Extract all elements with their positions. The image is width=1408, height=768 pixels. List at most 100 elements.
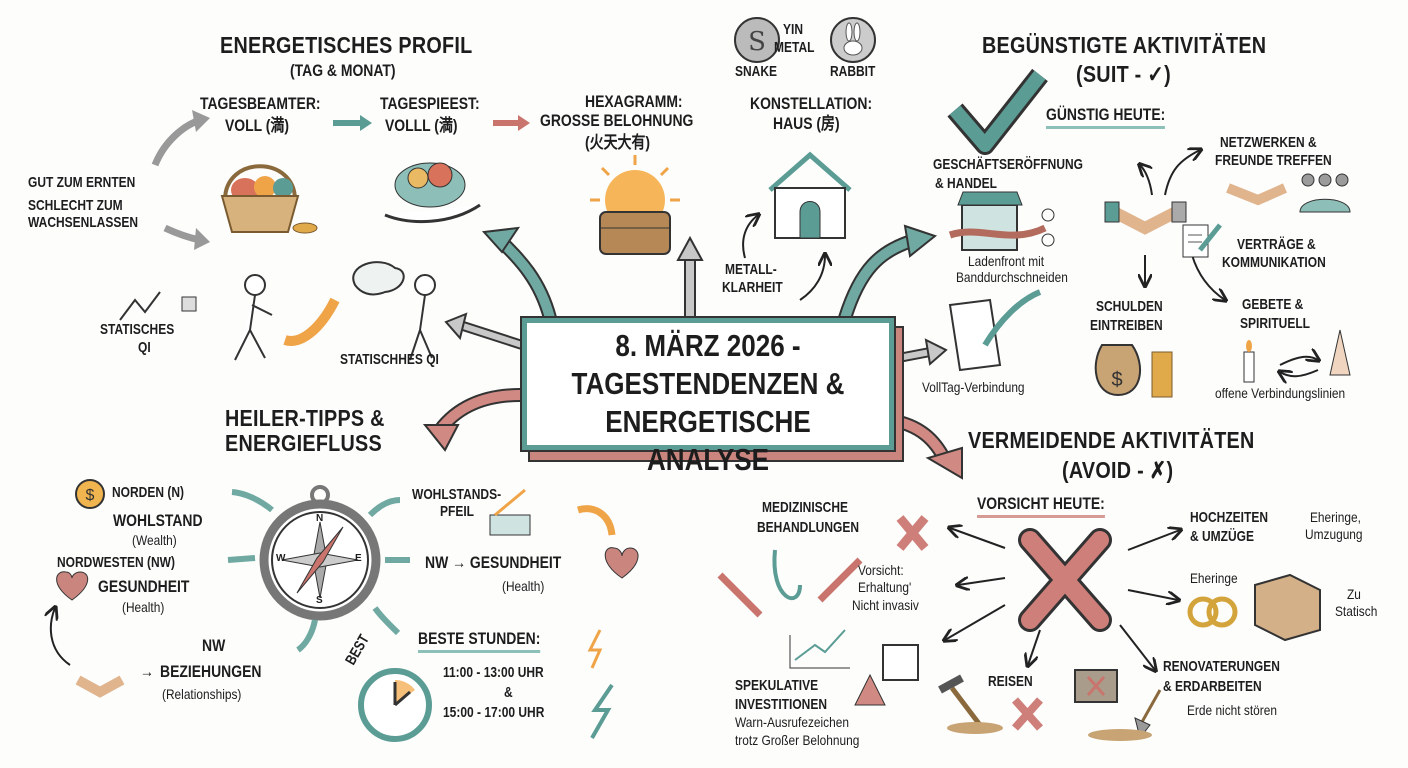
- northwest-label: NORDWESTEN (NW): [57, 554, 175, 571]
- travel-label: REISEN: [988, 673, 1033, 690]
- debts-1: SCHULDEN: [1096, 298, 1163, 315]
- handshake-relationships-icon: [75, 675, 125, 698]
- center-title-line2: TAGESTENDENZEN &: [571, 366, 845, 401]
- static-qi-1: STATISCHES: [100, 321, 175, 338]
- contract-pen-icon: [1182, 223, 1222, 258]
- too-static-1: Zu: [1347, 586, 1361, 602]
- center-title-line1: 8. MÄRZ 2026 -: [615, 328, 801, 363]
- zodiac-snake: SNAKE: [735, 63, 778, 80]
- suit-title: BEGÜNSTIGTE AKTIVITÄTEN: [982, 32, 1267, 58]
- hexagram-value: GROSSE BELOHNUNG: [540, 111, 694, 130]
- hours-amp: &: [504, 684, 513, 701]
- zodiac-yin: YIN: [783, 21, 804, 38]
- good-harvest-label: GUT ZUM ERNTEN: [28, 174, 136, 191]
- coin-icon: $: [75, 479, 105, 509]
- prayer-2: SPIRITUELL: [1240, 315, 1311, 332]
- arrow-priest-to-hexagram: [493, 115, 530, 131]
- arrow-growing-down: [163, 224, 210, 250]
- bad-growing-2: WACHSENLASSEN: [28, 214, 139, 231]
- avoid-title: VERMEIDENDE AKTIVITÄTEN: [968, 427, 1255, 453]
- zodiac-metal: METAL: [774, 39, 815, 56]
- wealth-arrow-2: PFEIL: [440, 503, 475, 520]
- suit-connector-arrows: [1140, 150, 1318, 376]
- metal-clarity-arrows: [742, 215, 825, 301]
- rings-label: Eheringe: [1190, 570, 1238, 586]
- relationships-label: BEZIEHUNGEN: [160, 662, 262, 681]
- networking-1: NETZWERKEN &: [1220, 134, 1317, 151]
- best-hours-title: BESTE STUNDEN:: [418, 630, 541, 653]
- svg-text:S: S: [748, 27, 766, 57]
- compass-icon: [259, 485, 381, 621]
- storefront-ribbon-icon: [948, 191, 1055, 251]
- arrow-to-profile: [481, 226, 557, 320]
- business-note-2: Banddurchschneiden: [956, 269, 1068, 285]
- business-2: & HANDEL: [935, 175, 997, 192]
- moving-box-icon: [1254, 573, 1321, 642]
- weddings-note-2: Umzugung: [1305, 526, 1363, 542]
- static-qi-1b: QI: [138, 339, 151, 356]
- suitcase-x-icon: [1074, 669, 1118, 703]
- big-x-icon: [1018, 528, 1112, 632]
- arrow-harvest-up: [151, 110, 210, 167]
- renovation-2: & ERDARBEITEN: [1163, 678, 1262, 695]
- nw-health-label: NW → GESUNDHEIT: [425, 553, 562, 572]
- compass-s: S: [316, 595, 323, 606]
- relationships-en: (Relationships): [162, 686, 242, 702]
- static-qi-2: STATISCHHES QI: [340, 351, 439, 368]
- health-en: (Health): [122, 599, 165, 615]
- money-bag-coins-icon: $: [1094, 344, 1173, 398]
- walking-figure-icon: [234, 274, 340, 361]
- wealth-label: WOHLSTAND: [113, 511, 203, 530]
- medical-x-icon: [896, 515, 929, 551]
- handshake-small-icon: [1226, 183, 1288, 206]
- metal-clarity-2: KLARHEIT: [722, 279, 783, 296]
- chart-dice-warning-icon: [789, 629, 919, 706]
- avoid-subtitle: (AVOID - ✗): [1062, 457, 1174, 483]
- officer-label: TAGESBEAMTER:: [200, 94, 321, 113]
- arrow-officer-to-priest: [333, 115, 372, 131]
- fruit-basket-icon: [220, 164, 318, 234]
- svg-text:$: $: [86, 487, 95, 504]
- big-checkmark-icon: [947, 68, 1048, 155]
- snake-coin-icon: S: [734, 17, 780, 63]
- arrow-to-avoid: [888, 413, 963, 480]
- shovel-soil-icon: [1088, 689, 1162, 741]
- scroll-quill-icon: [948, 289, 1042, 372]
- relationships-arrow: →: [140, 662, 154, 681]
- heart-icon-right: [604, 547, 639, 579]
- zodiac-rabbit: RABBIT: [830, 63, 876, 80]
- avoid-heading: VORSICHT HEUTE:: [977, 495, 1105, 518]
- weddings-note-1: Eheringe,: [1310, 509, 1361, 525]
- rabbit-coin-icon: [830, 17, 876, 63]
- debts-2: EINTREIBEN: [1090, 317, 1163, 334]
- medical-note-1: Vorsicht:: [858, 562, 904, 578]
- weddings-2: & UMZÜGE: [1190, 528, 1254, 545]
- confused-figure-icon: [352, 261, 436, 361]
- health-label: GESUNDHEIT: [98, 577, 190, 596]
- medical-note-2: Erhaltung': [858, 579, 912, 595]
- wealth-en: (Wealth): [132, 532, 177, 548]
- lightning-icons: [587, 629, 614, 739]
- arrow-to-hexagram: [676, 235, 704, 318]
- travel-x-icon: [1012, 697, 1043, 731]
- profile-title: ENERGETISCHES PROFIL: [220, 32, 473, 58]
- nw-label: NW: [202, 636, 226, 655]
- center-title-line3: ENERGETISCHE ANALYSE: [605, 404, 811, 477]
- house-icon: [768, 151, 852, 239]
- hammer-shovel-icon: [938, 674, 1003, 734]
- hours-1: 11:00 - 13:00 UHR: [443, 664, 544, 681]
- avoid-connector-arrows: [945, 528, 1180, 670]
- relationship-loop-arrow: [51, 608, 71, 666]
- healer-title-2: ENERGIEFLUSS: [225, 430, 382, 456]
- renovation-1: RENOVATERUNGEN: [1163, 658, 1280, 675]
- metal-clarity-1: METALL-: [725, 261, 777, 278]
- priest-value: VOLLL (満): [385, 116, 458, 135]
- group-people-icon: [1299, 173, 1351, 213]
- arrow-to-fullday: [887, 338, 948, 366]
- weddings-1: HOCHZEITEN: [1190, 509, 1268, 526]
- suit-heading: GÜNSTIG HEUTE:: [1046, 106, 1166, 129]
- speculative-2: INVESTITIONEN: [735, 696, 828, 713]
- sun-treasure-chest-icon: [590, 155, 680, 255]
- stethoscope-syringe-icon: [717, 549, 863, 618]
